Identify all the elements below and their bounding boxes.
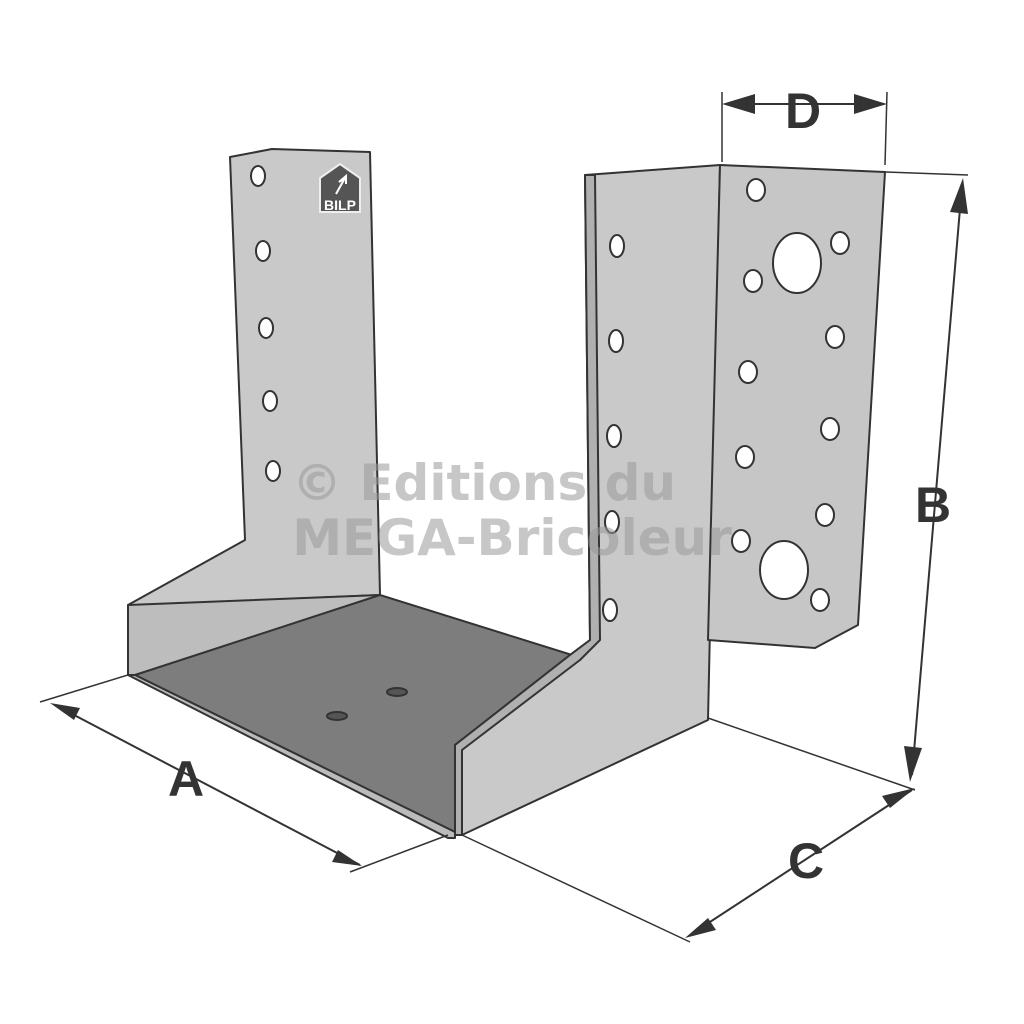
extension-lines	[39, 91, 969, 943]
dimension-label-a: A	[168, 751, 204, 807]
dimension-label-c: C	[788, 833, 824, 889]
dimension-arrows	[50, 94, 968, 938]
bilp-logo: BILP	[319, 162, 361, 213]
nail-holes	[250, 165, 850, 721]
dimension-label-d: D	[785, 83, 821, 139]
svg-text:BILP: BILP	[324, 197, 356, 213]
watermark-line2: MEGA-Bricoleur	[292, 509, 732, 567]
dimension-label-b: B	[915, 477, 951, 533]
watermark-line1: © Editions du	[292, 454, 676, 512]
